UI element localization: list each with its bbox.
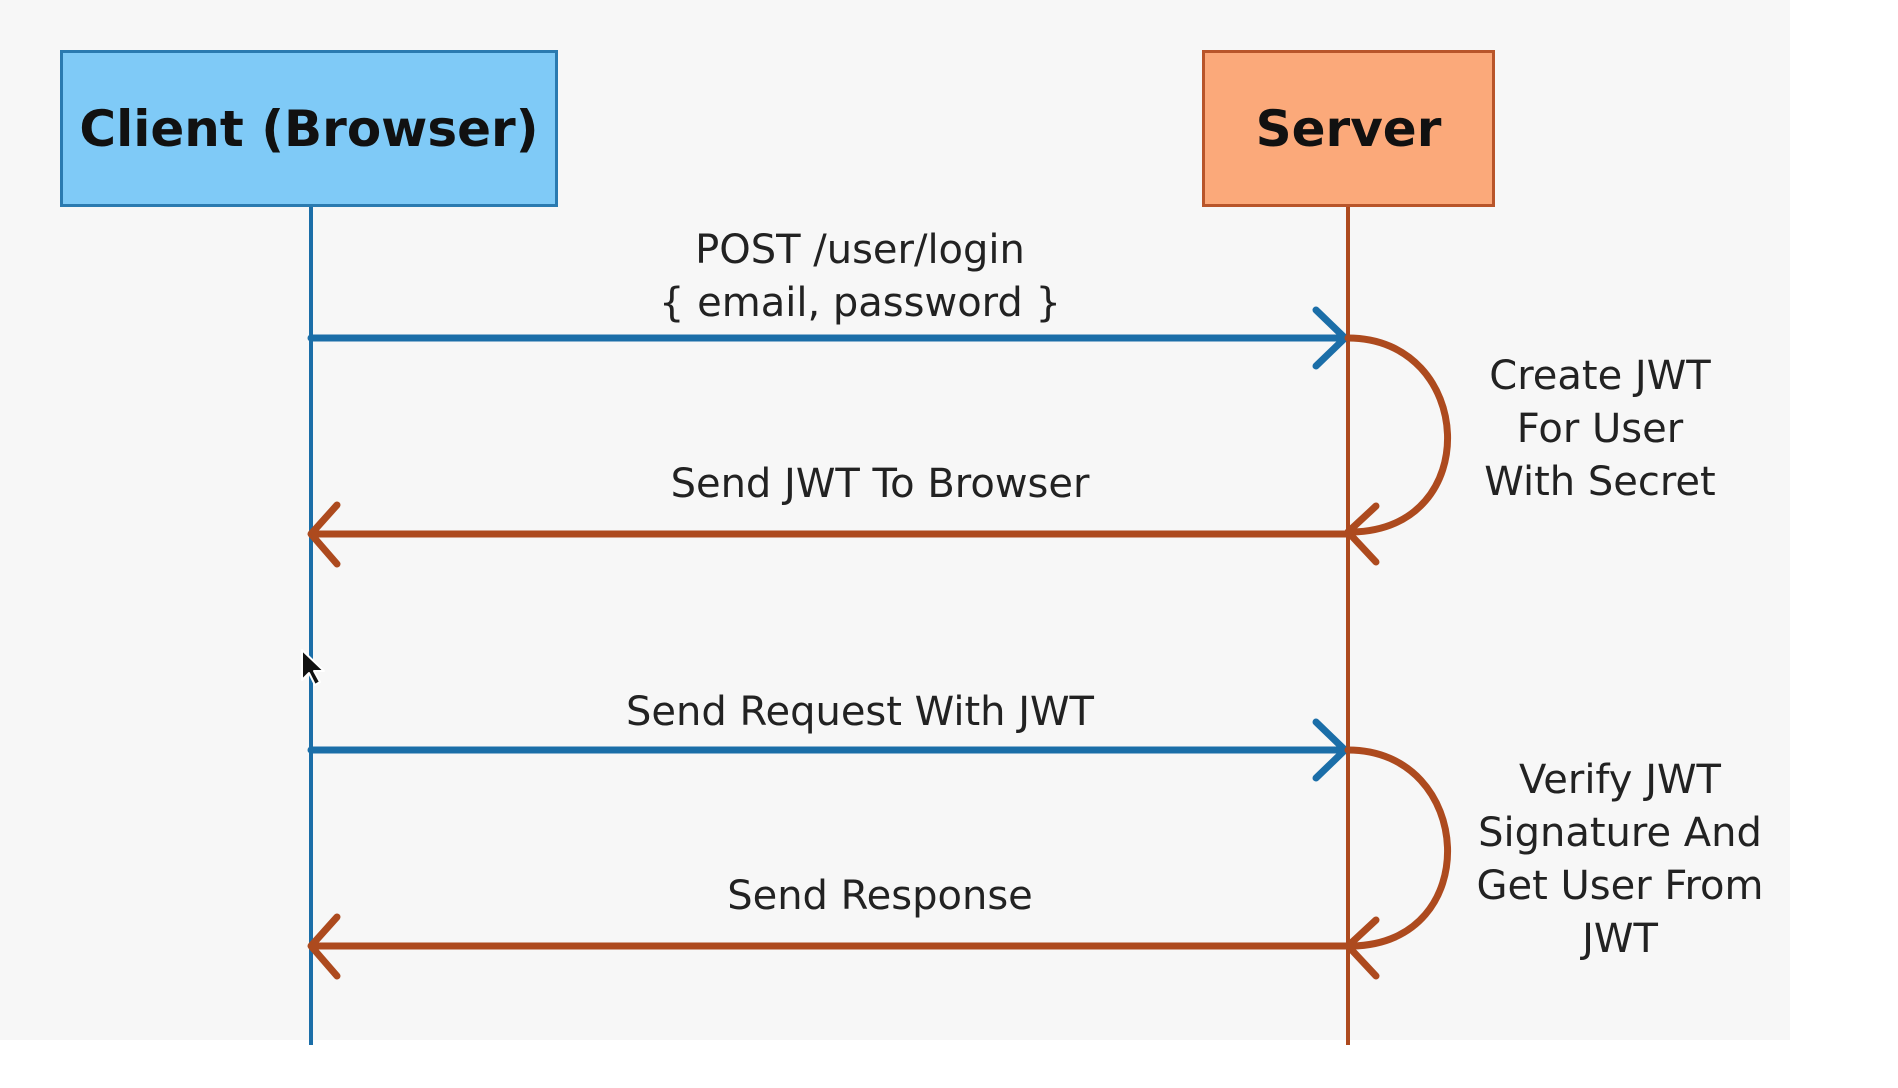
verify-jwt-note-line: JWT bbox=[1582, 916, 1658, 962]
client-actor-box: Client (Browser) bbox=[60, 50, 558, 207]
client-actor-label: Client (Browser) bbox=[79, 99, 539, 158]
jwt-response-arrow bbox=[307, 501, 1352, 568]
login-request-endpoint: POST /user/login bbox=[695, 227, 1025, 273]
create-jwt-note-line: With Secret bbox=[1484, 459, 1716, 505]
server-actor-box: Server bbox=[1202, 50, 1495, 207]
create-jwt-loop bbox=[1344, 334, 1451, 536]
verify-jwt-note-line: Get User From bbox=[1476, 863, 1764, 909]
login-request-label: POST /user/login { email, password } bbox=[590, 224, 1130, 330]
login-request-body: { email, password } bbox=[659, 280, 1061, 326]
final-response-label: Send Response bbox=[727, 873, 1033, 919]
mouse-pointer-icon bbox=[301, 649, 325, 686]
verify-jwt-note-line: Verify JWT bbox=[1519, 757, 1721, 803]
verify-jwt-loop bbox=[1344, 746, 1451, 950]
final-response-arrow bbox=[307, 913, 1352, 980]
jwt-request-label: Send Request With JWT bbox=[626, 689, 1094, 735]
server-actor-label: Server bbox=[1255, 99, 1442, 158]
create-jwt-note: Create JWT For User With Secret bbox=[1450, 350, 1750, 509]
verify-jwt-note: Verify JWT Signature And Get User From J… bbox=[1455, 754, 1785, 966]
jwt-response-label: Send JWT To Browser bbox=[670, 461, 1090, 507]
verify-jwt-note-line: Signature And bbox=[1478, 810, 1762, 856]
create-jwt-note-line: For User bbox=[1516, 406, 1684, 452]
create-jwt-note-line: Create JWT bbox=[1489, 353, 1711, 399]
